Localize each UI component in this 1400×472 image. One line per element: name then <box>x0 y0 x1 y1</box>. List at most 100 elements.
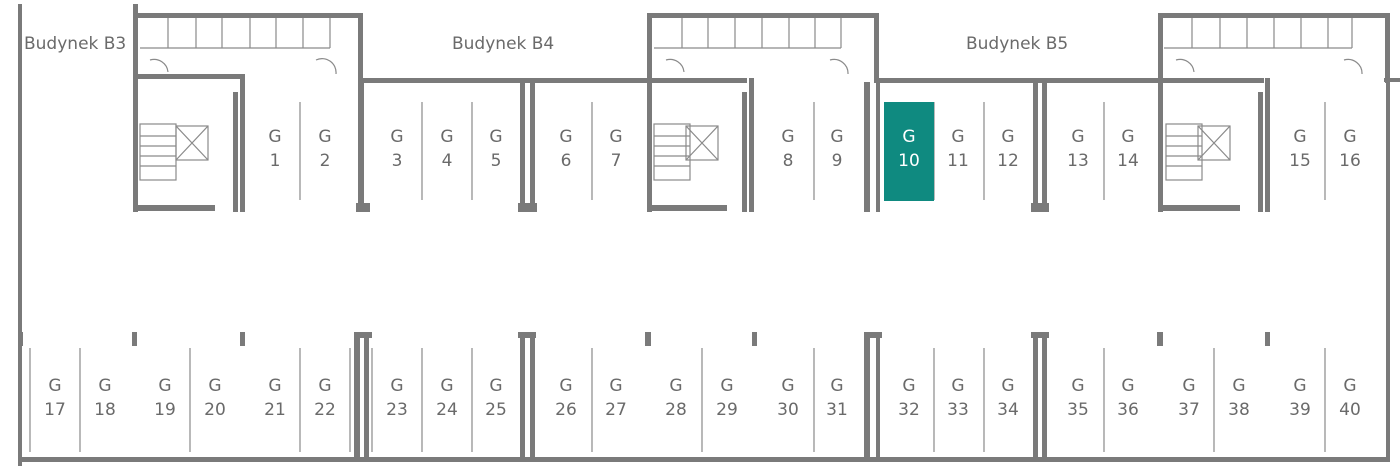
parking-spot-number: 35 <box>1067 400 1089 420</box>
parking-spot-6[interactable]: G6 <box>541 102 591 201</box>
parking-spot-prefix: G <box>48 376 61 396</box>
parking-spot-19[interactable]: G19 <box>140 350 190 450</box>
stair-lift-cores <box>139 123 1231 181</box>
parking-spot-number: 17 <box>44 400 66 420</box>
parking-spot-number: 23 <box>386 400 408 420</box>
parking-spot-37[interactable]: G37 <box>1164 350 1214 450</box>
building-label-b3: Budynek B3 <box>24 34 126 54</box>
parking-spot-30[interactable]: G 30 <box>763 350 813 450</box>
parking-spot-21[interactable]: G21 <box>250 350 300 450</box>
parking-spot-39[interactable]: G39 <box>1275 350 1325 450</box>
parking-spot-prefix: G <box>720 376 733 396</box>
parking-spot-9[interactable]: G9 <box>812 102 862 201</box>
parking-spot-number: 6 <box>561 151 572 171</box>
wc-partitions <box>140 18 1363 75</box>
parking-spot-1[interactable]: G1 <box>250 102 300 201</box>
parking-spot-18[interactable]: G 18 <box>80 350 130 450</box>
parking-spot-35[interactable]: G35 <box>1053 350 1103 450</box>
parking-spot-prefix: G <box>489 376 502 396</box>
parking-spot-prefix: G <box>268 127 281 147</box>
parking-spot-number: 32 <box>898 400 920 420</box>
parking-spot-25[interactable]: G 25 <box>471 350 521 450</box>
parking-spot-17[interactable]: G 17 <box>30 350 80 450</box>
parking-spot-prefix: G <box>1001 127 1014 147</box>
parking-spot-5[interactable]: G5 <box>471 102 521 201</box>
parking-spot-prefix: G <box>609 127 622 147</box>
parking-spot-26[interactable]: G 26 <box>541 350 591 450</box>
parking-spot-prefix: G <box>158 376 171 396</box>
parking-spot-prefix: G <box>440 127 453 147</box>
parking-spot-prefix: G <box>318 127 331 147</box>
parking-spot-prefix: G <box>268 376 281 396</box>
parking-spot-4[interactable]: G4 <box>422 102 472 201</box>
parking-spot-number: 4 <box>442 151 453 171</box>
parking-spot-number: 12 <box>997 151 1019 171</box>
parking-spot-12[interactable]: G 12 <box>983 102 1033 201</box>
parking-spot-36[interactable]: G 36 <box>1103 350 1153 450</box>
parking-spot-number: 26 <box>555 400 577 420</box>
parking-spot-7[interactable]: G7 <box>591 102 641 201</box>
parking-spot-number: 25 <box>485 400 507 420</box>
parking-spot-20[interactable]: G20 <box>190 350 240 450</box>
parking-spot-number: 38 <box>1228 400 1250 420</box>
parking-spots: G1G2G3G4G5G6G7G8G9G10G11G12G13G14G15G16G… <box>30 102 1375 450</box>
parking-spot-34[interactable]: G34 <box>983 350 1033 450</box>
parking-spot-prefix: G <box>951 127 964 147</box>
parking-spot-3[interactable]: G3 <box>372 102 422 201</box>
parking-spot-11[interactable]: G11 <box>933 102 983 201</box>
parking-spot-number: 33 <box>947 400 969 420</box>
parking-spot-29[interactable]: G29 <box>702 350 752 450</box>
parking-spot-prefix: G <box>609 376 622 396</box>
parking-spot-31[interactable]: G31 <box>812 350 862 450</box>
parking-spot-27[interactable]: G27 <box>591 350 641 450</box>
parking-spot-number: 8 <box>783 151 794 171</box>
parking-spot-10[interactable]: G10 <box>884 102 934 201</box>
parking-spot-prefix: G <box>902 376 915 396</box>
parking-spot-number: 18 <box>94 400 116 420</box>
parking-spot-number: 36 <box>1117 400 1139 420</box>
parking-spot-number: 37 <box>1178 400 1200 420</box>
parking-spot-prefix: G <box>1232 376 1245 396</box>
parking-spot-number: 3 <box>392 151 403 171</box>
parking-spot-24[interactable]: G24 <box>422 350 472 450</box>
parking-spot-32[interactable]: G 32 <box>884 350 934 450</box>
parking-spot-prefix: G <box>98 376 111 396</box>
parking-spot-prefix: G <box>208 376 221 396</box>
parking-spot-number: 10 <box>898 151 920 171</box>
parking-spot-prefix: G <box>669 376 682 396</box>
parking-spot-2[interactable]: G2 <box>300 102 350 201</box>
parking-spot-number: 7 <box>611 151 622 171</box>
parking-spot-16[interactable]: G16 <box>1325 102 1375 201</box>
parking-spot-number: 2 <box>320 151 331 171</box>
parking-spot-13[interactable]: G13 <box>1053 102 1103 201</box>
parking-spot-prefix: G <box>951 376 964 396</box>
parking-spot-prefix: G <box>1001 376 1014 396</box>
parking-spot-number: 40 <box>1339 400 1361 420</box>
parking-spot-number: 30 <box>777 400 799 420</box>
parking-spot-prefix: G <box>781 376 794 396</box>
parking-spot-8[interactable]: G8 <box>763 102 813 201</box>
parking-spot-prefix: G <box>318 376 331 396</box>
parking-spot-prefix: G <box>830 376 843 396</box>
parking-spot-number: 5 <box>491 151 502 171</box>
parking-spot-14[interactable]: G14 <box>1103 102 1153 201</box>
parking-spot-number: 1 <box>270 151 281 171</box>
parking-spot-prefix: G <box>1121 376 1134 396</box>
parking-spot-prefix: G <box>390 376 403 396</box>
parking-spot-22[interactable]: G22 <box>300 350 350 450</box>
parking-spot-prefix: G <box>781 127 794 147</box>
parking-spot-number: 14 <box>1117 151 1139 171</box>
parking-spot-38[interactable]: G 38 <box>1214 350 1264 450</box>
parking-spot-15[interactable]: G15 <box>1275 102 1325 201</box>
parking-spot-33[interactable]: G 33 <box>933 350 983 450</box>
parking-spot-prefix: G <box>1343 376 1356 396</box>
parking-spot-28[interactable]: G 28 <box>651 350 701 450</box>
parking-spot-area[interactable] <box>884 102 934 201</box>
parking-spot-prefix: G <box>390 127 403 147</box>
parking-spot-40[interactable]: G 40 <box>1325 350 1375 450</box>
parking-spot-prefix: G <box>559 376 572 396</box>
parking-spot-number: 28 <box>665 400 687 420</box>
parking-spot-23[interactable]: G 23 <box>372 350 422 450</box>
parking-spot-prefix: G <box>830 127 843 147</box>
